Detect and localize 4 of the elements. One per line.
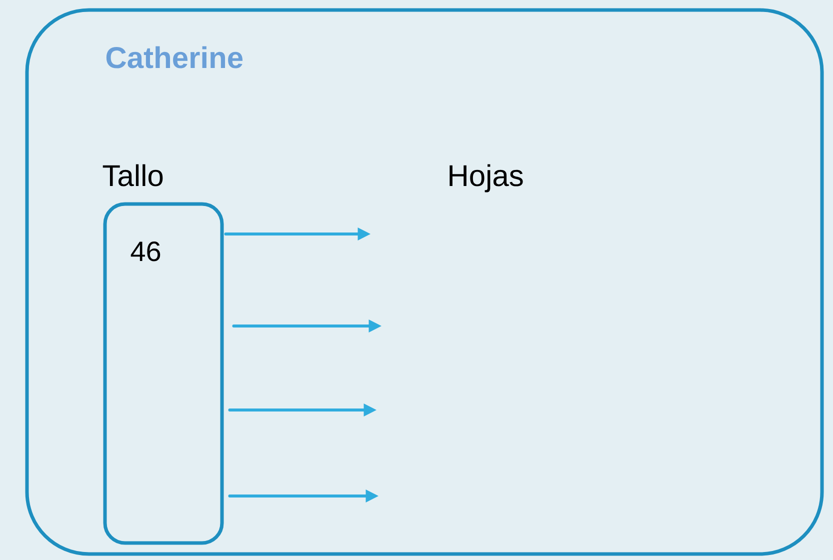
column-heading: Hojas: [450, 164, 523, 192]
column-heading: Tallo: [102, 164, 163, 186]
stem-value: 46: [130, 241, 160, 262]
title: Catherine: [106, 46, 243, 68]
